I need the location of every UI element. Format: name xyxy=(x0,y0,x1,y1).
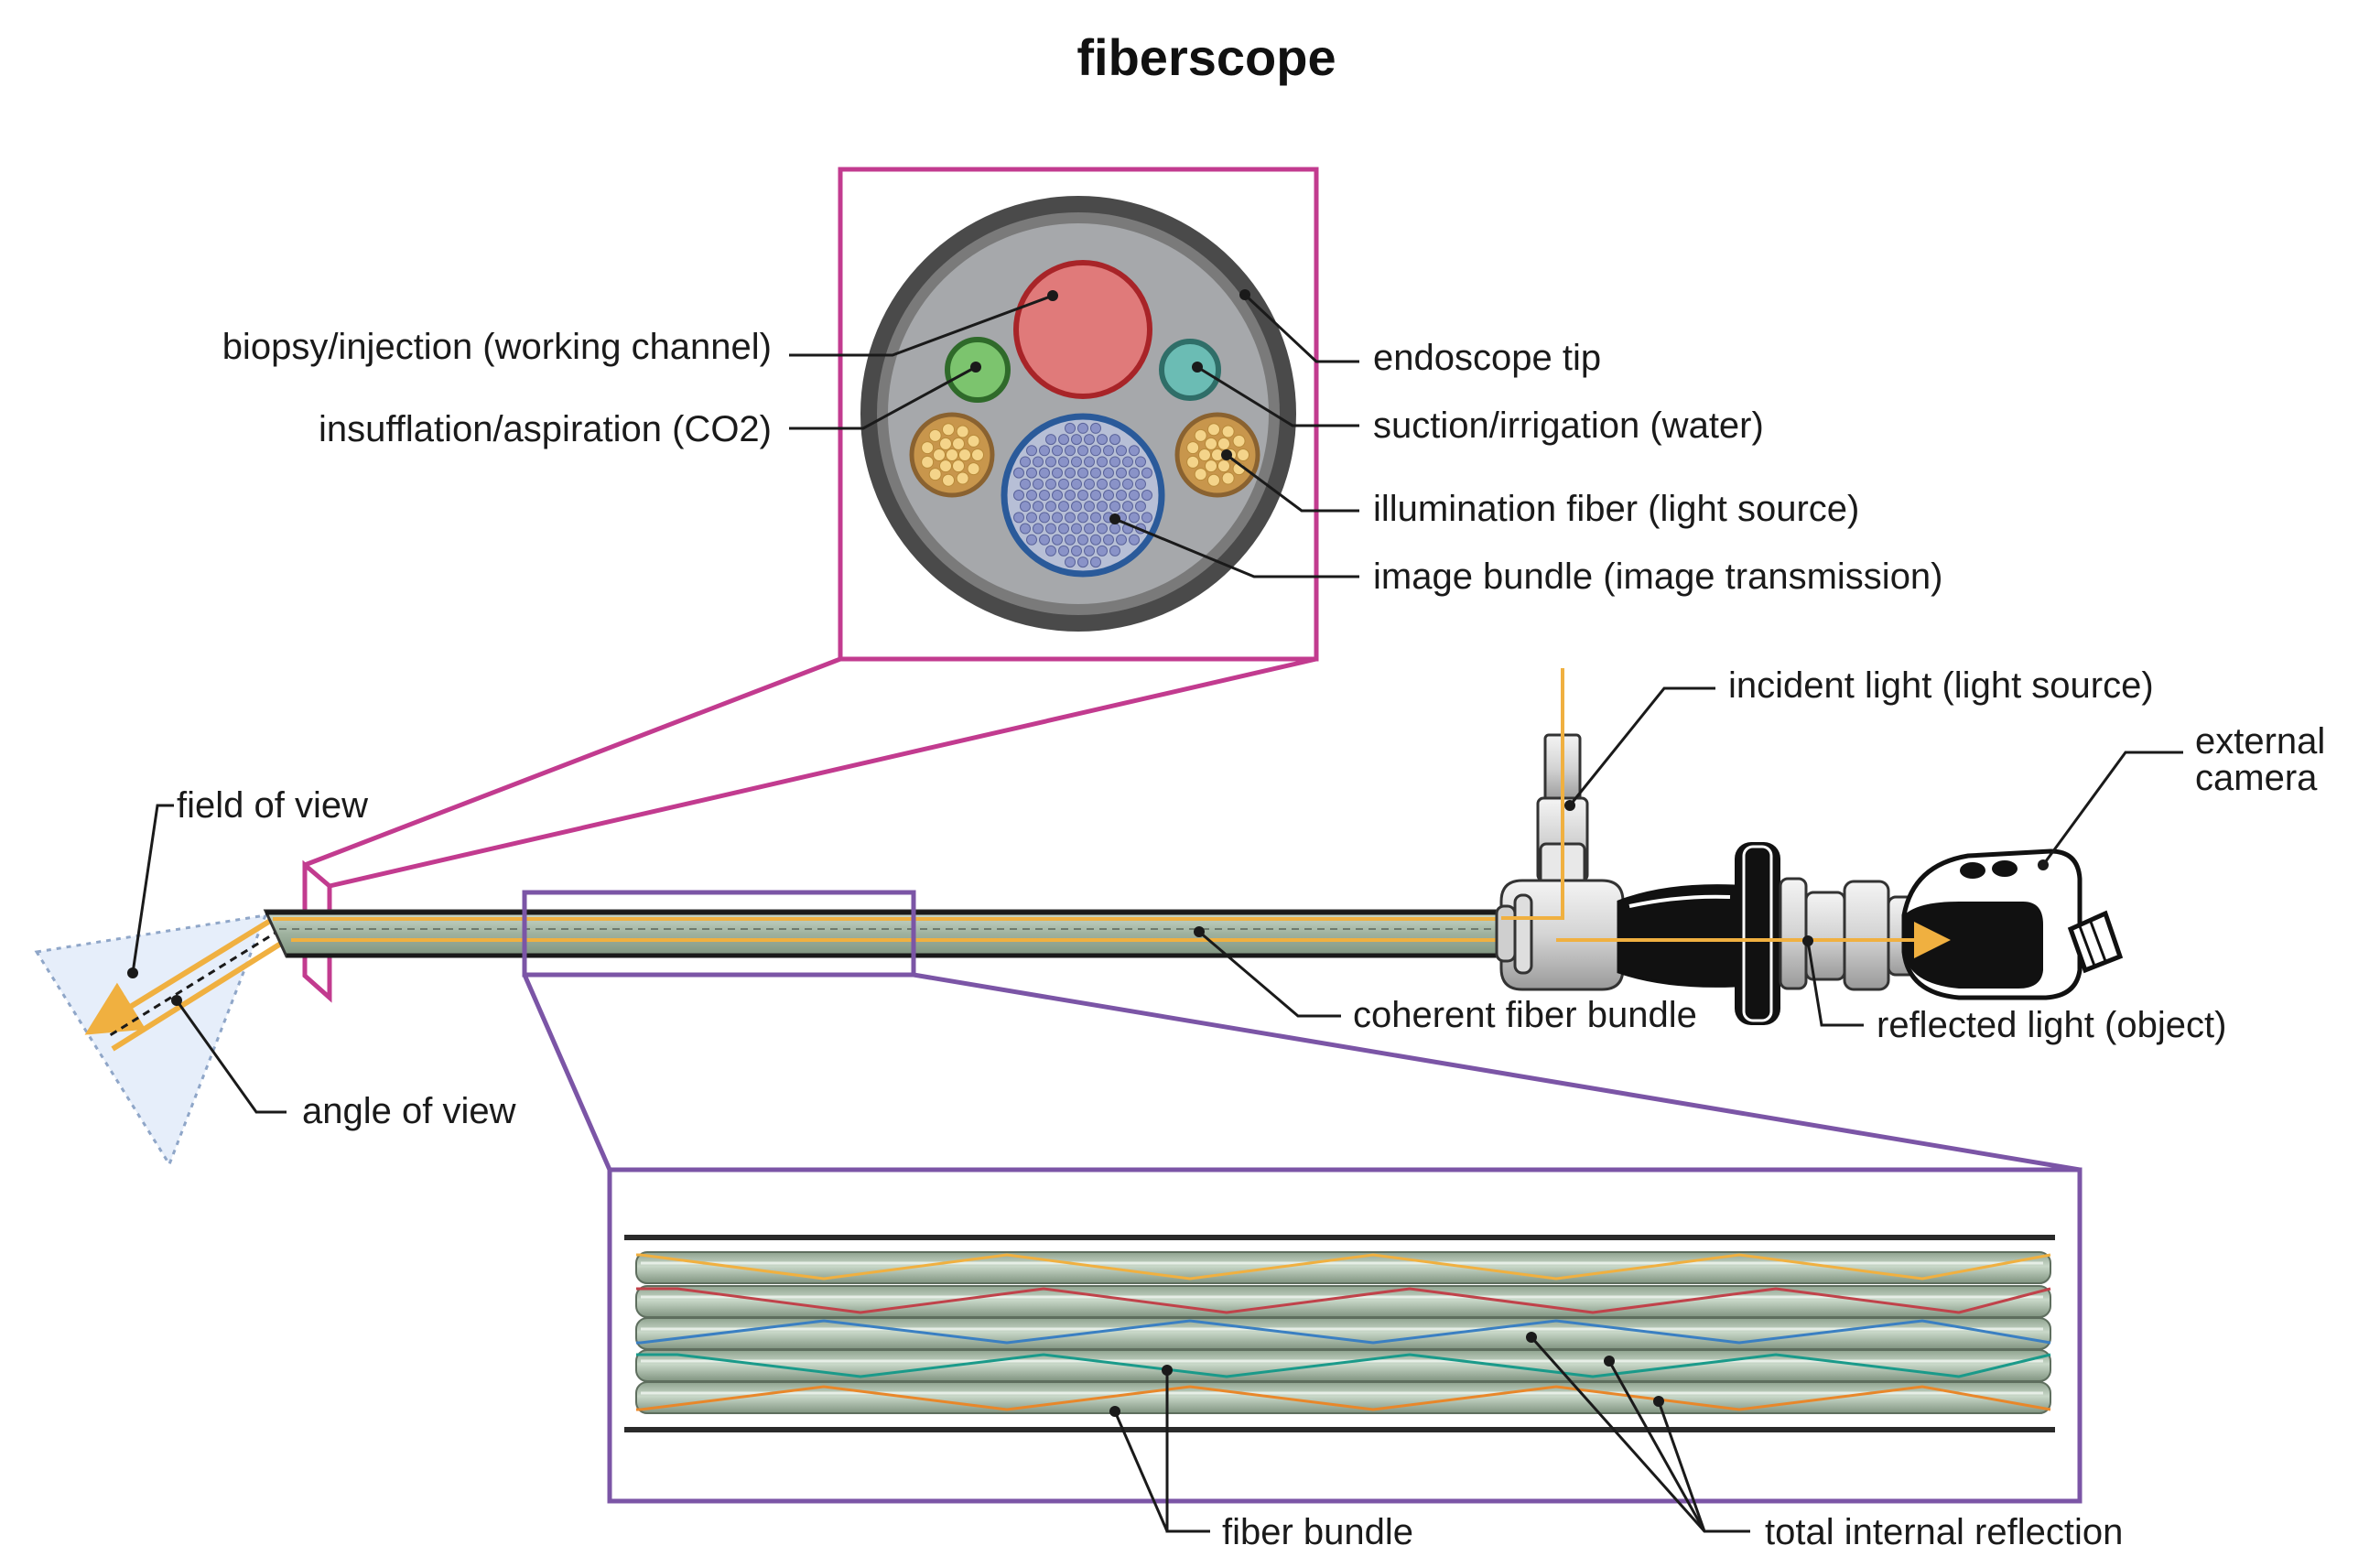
label-coherent-bundle: coherent fiber bundle xyxy=(1353,995,1697,1035)
cross-section-inset xyxy=(838,167,1319,662)
label-external-camera-line2: camera xyxy=(2195,758,2318,798)
suction-channel xyxy=(1159,339,1221,401)
label-reflected-light: reflected light (object) xyxy=(1877,1005,2226,1045)
label-illumination: illumination fiber (light source) xyxy=(1373,489,1859,529)
field-of-view xyxy=(34,913,288,1168)
label-external-camera-line1: external xyxy=(2195,721,2325,762)
cross-section-labels: biopsy/injection (working channel) insuf… xyxy=(222,289,1943,597)
fiber-inset-labels: fiber bundle total internal reflection xyxy=(1109,1332,2123,1552)
label-field-of-view: field of view xyxy=(177,785,368,826)
illumination-fiber-left xyxy=(909,412,995,498)
insertion-tube xyxy=(263,909,1556,958)
image-bundle xyxy=(1001,413,1165,578)
fiber-bundle-inset xyxy=(607,1167,2082,1504)
tube-zoom-region xyxy=(522,890,2081,1172)
diagram-title: fiberscope xyxy=(1076,28,1336,86)
label-angle-of-view: angle of view xyxy=(302,1091,516,1131)
label-image-bundle: image bundle (image transmission) xyxy=(1373,556,1943,597)
label-biopsy: biopsy/injection (working channel) xyxy=(222,327,772,367)
label-total-internal-reflection: total internal reflection xyxy=(1765,1512,2123,1552)
control-body xyxy=(1495,733,1918,1025)
label-incident-light: incident light (light source) xyxy=(1728,665,2154,706)
external-camera xyxy=(1901,848,2124,1000)
working-channel xyxy=(1013,260,1152,399)
label-suction: suction/irrigation (water) xyxy=(1373,405,1764,446)
main-labels: incident light (light source) external c… xyxy=(127,665,2325,1131)
label-insufflation: insufflation/aspiration (CO2) xyxy=(319,409,772,449)
illumination-fiber-right xyxy=(1174,412,1260,498)
label-fiber-bundle: fiber bundle xyxy=(1222,1512,1413,1552)
label-endoscope-tip: endoscope tip xyxy=(1373,338,1601,378)
light-rays-handle xyxy=(1501,668,1951,958)
